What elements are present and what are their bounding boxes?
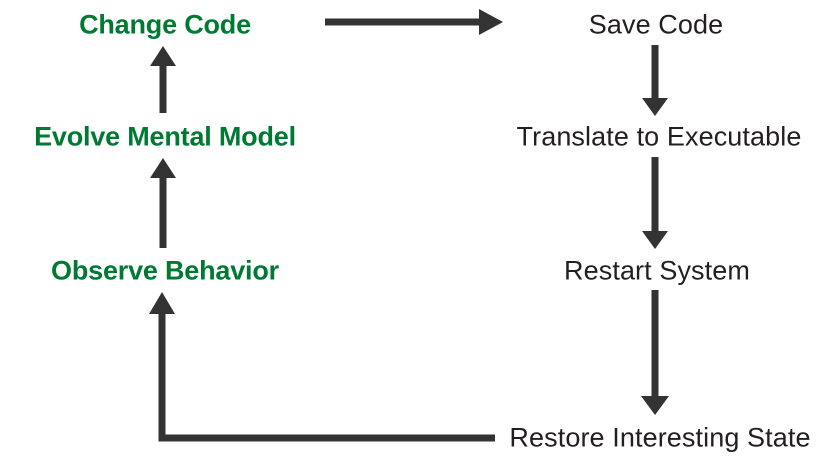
edge-restart-to-restore-state <box>641 290 669 415</box>
node-translate-to-executable[interactable]: Translate to Executable <box>516 121 802 152</box>
node-save-code[interactable]: Save Code <box>588 9 724 40</box>
edge-translate-to-restart <box>642 157 668 249</box>
edge-save-code-to-translate <box>642 45 668 116</box>
node-restart-system[interactable]: Restart System <box>564 255 750 286</box>
node-evolve-mental-model[interactable]: Evolve Mental Model <box>34 121 296 152</box>
edge-change-code-to-save-code <box>325 9 503 35</box>
edge-observe-behavior-to-evolve-mental-model <box>150 158 176 248</box>
node-change-code[interactable]: Change Code <box>79 9 251 40</box>
node-restore-interesting-state[interactable]: Restore Interesting State <box>509 422 811 453</box>
edge-evolve-mental-model-to-change-code <box>150 46 176 113</box>
edge-restore-state-to-observe-behavior <box>149 292 495 442</box>
node-observe-behavior[interactable]: Observe Behavior <box>51 255 279 286</box>
